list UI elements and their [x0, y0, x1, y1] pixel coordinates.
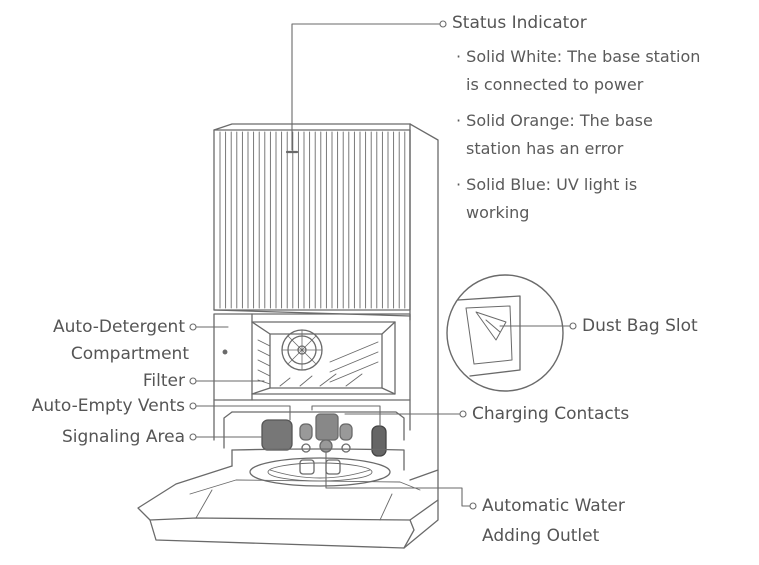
- leader-lines: [195, 23, 571, 507]
- status-item-white-line1: · Solid White: The base station: [456, 47, 701, 66]
- label-dust-bag-slot: Dust Bag Slot: [582, 316, 698, 336]
- label-auto-detergent-line1: Auto-Detergent: [53, 317, 185, 337]
- label-filter: Filter: [142, 371, 185, 391]
- label-water-outlet-line1: Automatic Water: [482, 496, 625, 516]
- status-item-orange-line2: station has an error: [466, 139, 624, 158]
- leader-end-dots: [189, 20, 577, 510]
- middle-section: [213, 313, 411, 401]
- status-item-blue-line2: working: [466, 203, 530, 222]
- label-status-indicator: Status Indicator: [452, 13, 587, 33]
- label-signaling-area: Signaling Area: [61, 427, 185, 447]
- lower-section: [213, 399, 411, 457]
- status-item-white-line2: is connected to power: [466, 75, 644, 94]
- housing-ribs: [219, 131, 406, 309]
- status-item-orange-line1: · Solid Orange: The base: [456, 111, 653, 130]
- signaling-area-mark: [261, 419, 293, 451]
- label-auto-detergent-line2: Compartment: [70, 344, 189, 364]
- label-auto-empty-vents: Auto-Empty Vents: [31, 396, 185, 416]
- dust-bag-slot-inset: [446, 274, 564, 392]
- status-item-blue-line1: · Solid Blue: UV light is: [456, 175, 638, 194]
- charging-contact-mark: [371, 425, 387, 457]
- base-ramp: [137, 448, 439, 549]
- tower-body: [213, 123, 439, 481]
- label-water-outlet-line2: Adding Outlet: [482, 526, 600, 546]
- label-charging-contacts: Charging Contacts: [472, 404, 630, 424]
